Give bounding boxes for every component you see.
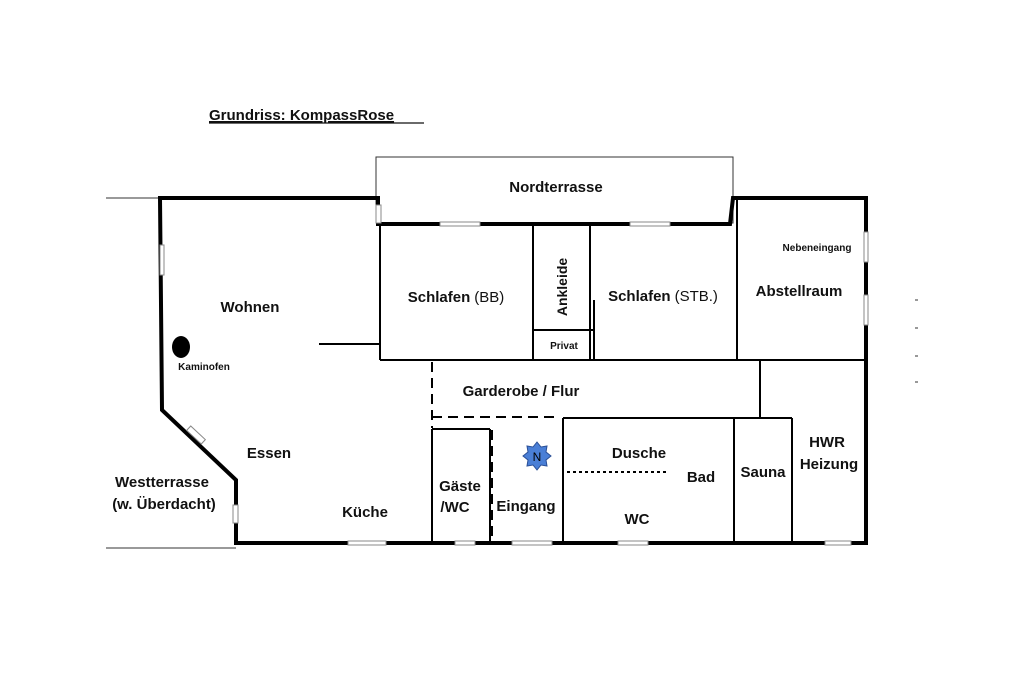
label-westterrasse-2: (w. Überdacht): [112, 496, 216, 513]
plan-title: Grundriss: KompassRose: [209, 107, 394, 124]
label-sauna: Sauna: [740, 464, 786, 481]
windows: [159, 204, 869, 546]
label-privat: Privat: [550, 341, 578, 352]
label-schlafen-bb: Schlafen(BB): [408, 289, 505, 306]
label-eingang: Eingang: [496, 498, 555, 515]
label-kaminofen: Kaminofen: [178, 362, 230, 373]
westterrasse-area: [106, 197, 236, 549]
dashed-openings: [431, 362, 761, 540]
label-wohnen: Wohnen: [221, 299, 280, 316]
edge-marks: [915, 299, 918, 383]
label-garderobe: Garderobe / Flur: [463, 383, 580, 400]
stove-icon: [172, 336, 190, 358]
label-schlafen-stb: Schlafen(STB.): [608, 288, 718, 305]
label-heizung: Heizung: [800, 456, 858, 473]
label-dusche: Dusche: [612, 445, 666, 462]
label-westterrasse-1: Westterrasse: [115, 474, 209, 491]
label-hwr: HWR: [809, 434, 845, 451]
label-abstellraum: Abstellraum: [756, 283, 843, 300]
label-gaeste-1: Gäste: [439, 478, 481, 495]
label-wc: WC: [625, 511, 650, 528]
label-gaeste-2: /WC: [440, 499, 469, 516]
label-bad: Bad: [687, 469, 715, 486]
label-ankleide: Ankleide: [554, 258, 570, 317]
label-nordterrasse: Nordterrasse: [509, 179, 602, 196]
label-essen: Essen: [247, 445, 291, 462]
compass-letter: N: [533, 450, 542, 464]
label-kueche: Küche: [342, 504, 388, 521]
compass-icon: N: [522, 441, 552, 471]
label-nebeneingang: Nebeneingang: [783, 243, 852, 254]
